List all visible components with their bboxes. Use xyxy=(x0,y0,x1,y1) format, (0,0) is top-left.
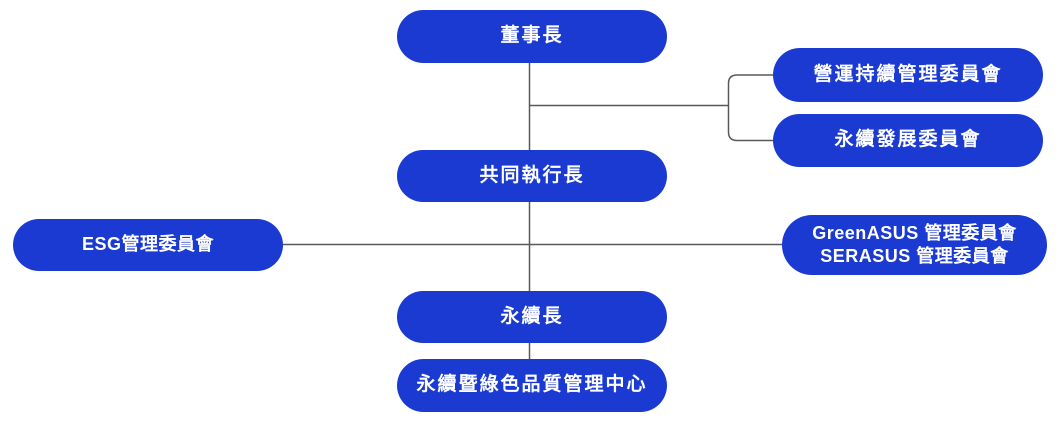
org-node-sustainable-development-committee: 永續發展委員會 xyxy=(773,114,1043,167)
org-node-chairman: 董事長 xyxy=(397,10,667,63)
org-node-greenasus-serasus-committee: GreenASUS 管理委員會 SERASUS 管理委員會 xyxy=(782,215,1047,275)
org-node-co-ceo-label: 共同執行長 xyxy=(479,164,585,186)
org-node-greenasus-label-line1: GreenASUS 管理委員會 xyxy=(812,222,1017,243)
org-node-business-continuity-committee: 營運持續管理委員會 xyxy=(773,48,1043,102)
org-node-sustainable-development-label: 永續發展委員會 xyxy=(834,129,982,151)
org-node-sustainability-center-label: 永續暨綠色品質管理中心 xyxy=(416,374,648,396)
org-node-business-continuity-label: 營運持續管理委員會 xyxy=(813,63,1003,85)
org-node-chief-sustainability-officer: 永續長 xyxy=(397,291,667,343)
org-node-chairman-label: 董事長 xyxy=(500,25,564,47)
org-node-cso-label: 永續長 xyxy=(500,305,564,327)
connector-bracket xyxy=(727,74,773,142)
org-node-esg-committee: ESG管理委員會 xyxy=(13,219,283,271)
org-node-esg-committee-label: ESG管理委員會 xyxy=(81,234,214,255)
org-node-sustainability-green-quality-center: 永續暨綠色品質管理中心 xyxy=(397,359,667,412)
org-node-co-ceo: 共同執行長 xyxy=(397,150,667,202)
org-node-serasus-label-line2: SERASUS 管理委員會 xyxy=(820,246,1009,266)
